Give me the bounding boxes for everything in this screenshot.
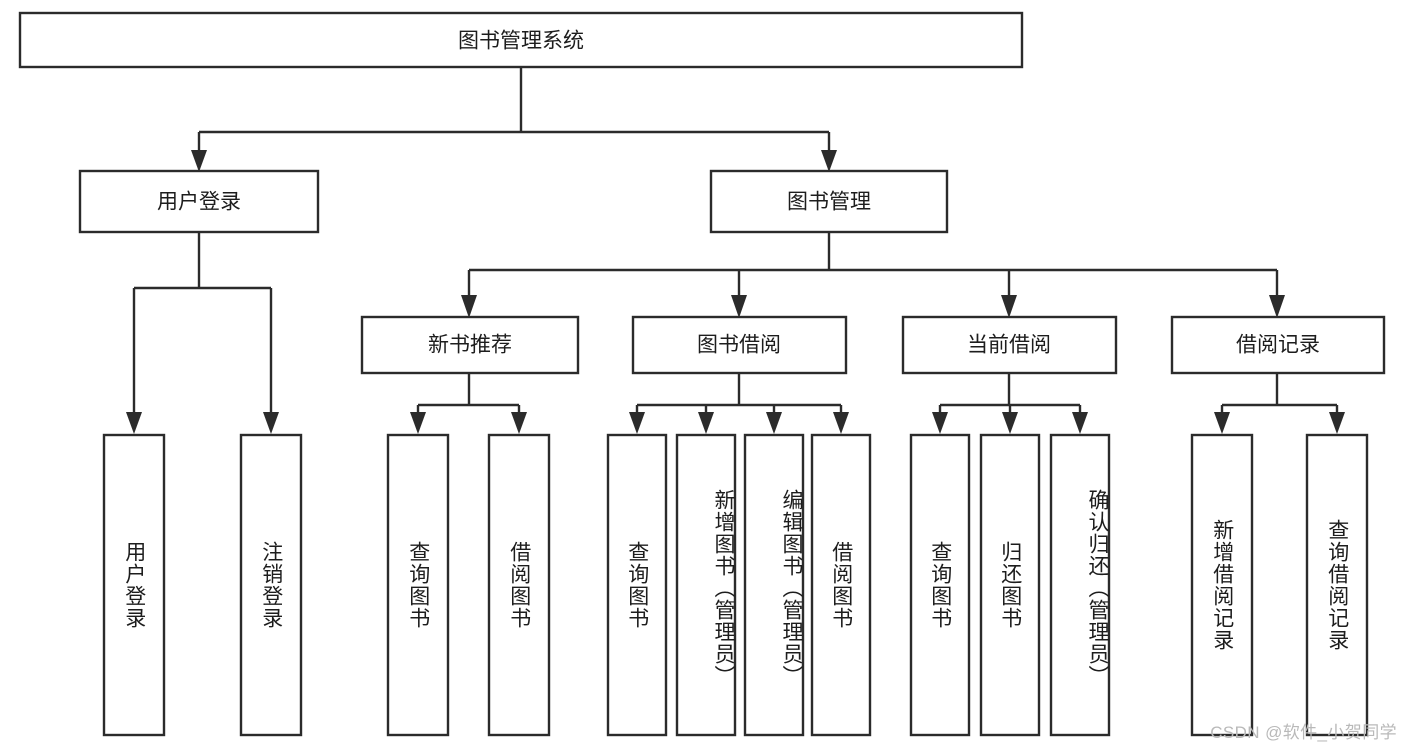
arrow-head-bookmgmt-c2: [731, 295, 747, 318]
leaf-recommend-0[interactable]: [386, 433, 450, 737]
arrow-head-current-l1: [932, 412, 948, 434]
node-user-login-label: 用户登录: [157, 191, 241, 214]
arrow-head-recommend-l1: [410, 412, 426, 434]
leaf-user-login-1[interactable]: [239, 433, 303, 737]
connector-layer: [126, 67, 1345, 434]
arrow-head-borrow-l2: [698, 412, 714, 434]
arrow-head-user-leaf2: [263, 412, 279, 434]
node-book-management-label: 图书管理: [787, 191, 871, 214]
node-root-label: 图书管理系统: [458, 30, 584, 53]
arrow-head-bookmgmt-c1: [461, 295, 477, 318]
node-layer: [18, 11, 1386, 737]
leaf-borrow-2[interactable]: [743, 433, 805, 737]
node-root[interactable]: [18, 11, 1024, 69]
arrow-head-bookmgmt-c3: [1001, 295, 1017, 318]
label-layer: 图书管理系统 用户登录 图书管理 新书推荐 图书借阅 当前借阅 借阅记录: [157, 30, 1320, 357]
arrow-head-recommend-l2: [511, 412, 527, 434]
leaf-user-login-0[interactable]: [102, 433, 166, 737]
node-book-borrow-label: 图书借阅: [697, 334, 781, 357]
leaf-borrow-3[interactable]: [810, 433, 872, 737]
node-current-borrow-label: 当前借阅: [967, 334, 1051, 357]
arrow-head-record-l1: [1214, 412, 1230, 434]
csdn-watermark: CSDN @软件_小贺同学: [1210, 723, 1397, 742]
node-new-book-recommend-label: 新书推荐: [428, 334, 512, 357]
arrow-head-record-l2: [1329, 412, 1345, 434]
node-borrow-record[interactable]: [1170, 315, 1386, 375]
arrow-head-borrow-l1: [629, 412, 645, 434]
leaf-current-0[interactable]: [909, 433, 971, 737]
leaf-borrow-1[interactable]: [675, 433, 737, 737]
arrow-head-borrow-l4: [833, 412, 849, 434]
leaf-record-0[interactable]: [1190, 433, 1254, 737]
arrow-head-current-l2: [1002, 412, 1018, 434]
node-borrow-record-label: 借阅记录: [1236, 334, 1320, 357]
node-user-login[interactable]: [78, 169, 320, 234]
arrow-head-root-to-bookmgmt: [821, 150, 837, 172]
node-book-management[interactable]: [709, 169, 949, 234]
leaf-borrow-0[interactable]: [606, 433, 668, 737]
node-current-borrow[interactable]: [901, 315, 1118, 375]
node-book-borrow[interactable]: [631, 315, 848, 375]
arrow-head-borrow-l3: [766, 412, 782, 434]
leaf-current-1[interactable]: [979, 433, 1041, 737]
node-new-book-recommend[interactable]: [360, 315, 580, 375]
leaf-current-2[interactable]: [1049, 433, 1111, 737]
arrow-head-bookmgmt-c4: [1269, 295, 1285, 318]
leaf-recommend-1[interactable]: [487, 433, 551, 737]
leaf-record-1[interactable]: [1305, 433, 1369, 737]
arrow-head-user-leaf1: [126, 412, 142, 434]
arrow-head-root-to-user: [191, 150, 207, 172]
arrow-head-current-l3: [1072, 412, 1088, 434]
